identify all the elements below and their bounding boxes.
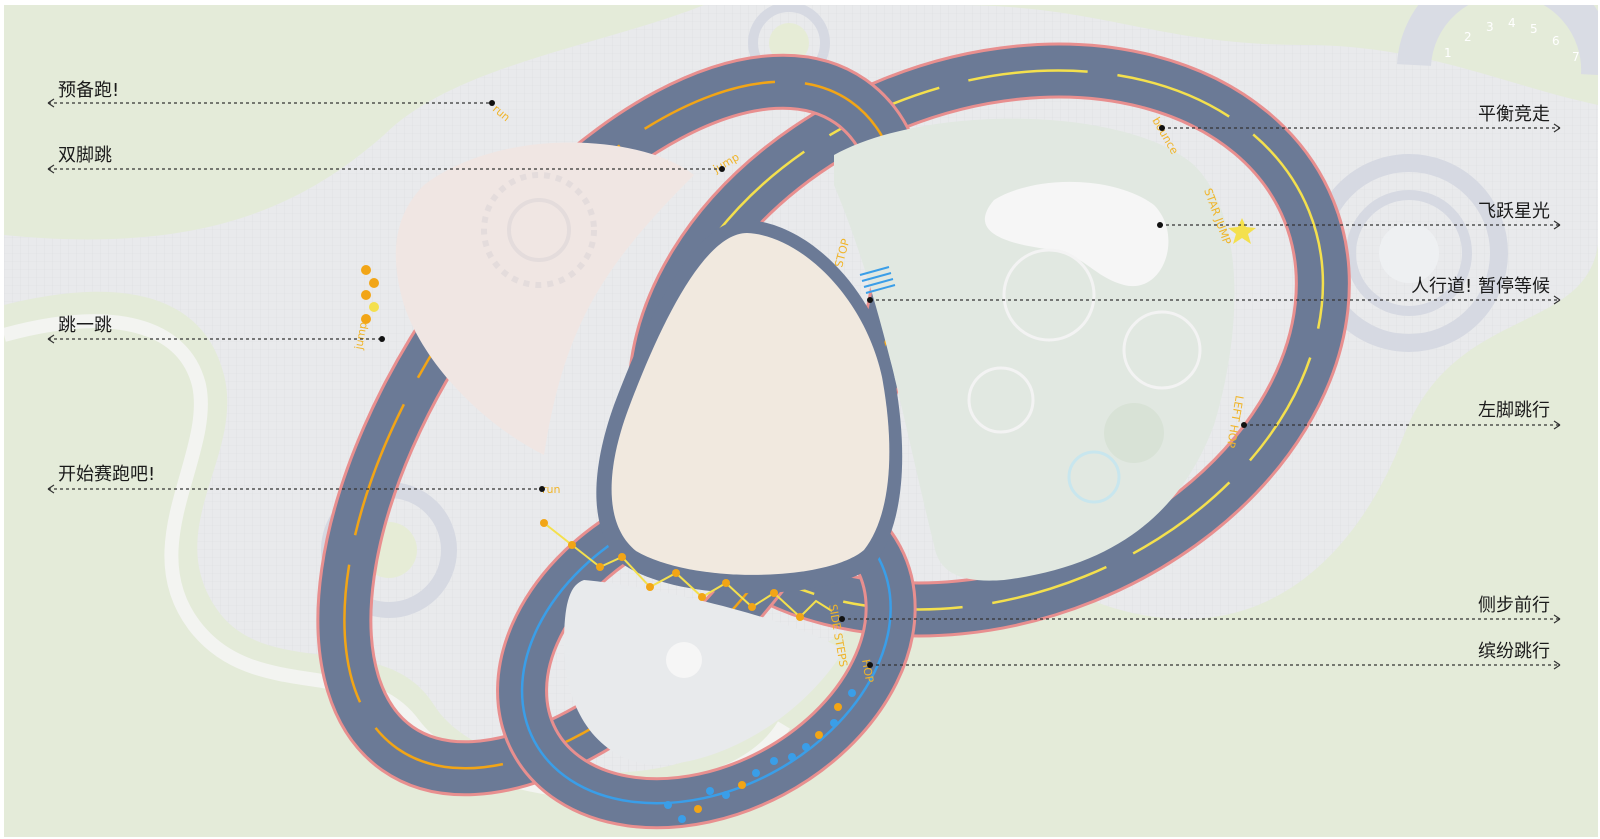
callout-shuangjiaotiao: 双脚跳 (47, 145, 725, 174)
callout-label: 预备跑! (58, 80, 119, 101)
callout-kaishisaipao: 开始赛跑吧! (47, 464, 545, 494)
infield-left (395, 142, 694, 455)
infield-right (834, 118, 1235, 581)
hop-1: 1 (1444, 46, 1452, 60)
callout-zuojiaotiaoxing: 左脚跳行 (1241, 400, 1561, 430)
hop-2: 2 (1464, 30, 1472, 44)
callout-renxingdao: 人行道! 暂停等候 (867, 276, 1561, 305)
callout-label: 跳一跳 (58, 315, 112, 336)
marking-run-bottom: run (542, 483, 560, 496)
callout-label: 飞跃星光 (1478, 201, 1550, 222)
hop-3: 3 (1486, 20, 1494, 34)
callout-label: 侧步前行 (1478, 595, 1550, 616)
crosswalk-stop (859, 266, 896, 294)
callout-label: 开始赛跑吧! (58, 464, 155, 485)
callout-label: 双脚跳 (58, 145, 112, 166)
callout-label: 左脚跳行 (1478, 400, 1550, 421)
hopscotch-arc: 1 2 3 4 5 6 7 (1397, 5, 1598, 75)
callout-tiaoyitiao: 跳一跳 (47, 315, 385, 344)
infield-bottom (564, 580, 844, 765)
callout-label: 人行道! 暂停等候 (1411, 276, 1550, 297)
hop-4: 4 (1508, 16, 1516, 30)
infield-center (596, 220, 903, 594)
zigzag-dots (540, 519, 804, 621)
track-diagram: 1 2 3 4 5 6 7 (4, 5, 1598, 837)
star-icon (1228, 218, 1256, 244)
callout-binfentiaoxing: 缤纷跳行 (867, 641, 1561, 670)
callout-feiyuexingguang: 飞跃星光 (1157, 201, 1561, 230)
callout-label: 平衡竞走 (1478, 104, 1550, 125)
callout-label: 缤纷跳行 (1478, 641, 1550, 662)
callout-pinghengjingzou: 平衡竞走 (1159, 104, 1561, 133)
hop-7: 7 (1572, 50, 1580, 64)
callout-yubeipao: 预备跑! (47, 80, 495, 108)
hop-5: 5 (1530, 22, 1538, 36)
callout-cebuqianxing: 侧步前行 (839, 595, 1561, 624)
marking-jump-left: jump (352, 321, 370, 352)
hop-6: 6 (1552, 34, 1560, 48)
hop-dots (664, 689, 856, 823)
jump-dots (361, 265, 379, 324)
